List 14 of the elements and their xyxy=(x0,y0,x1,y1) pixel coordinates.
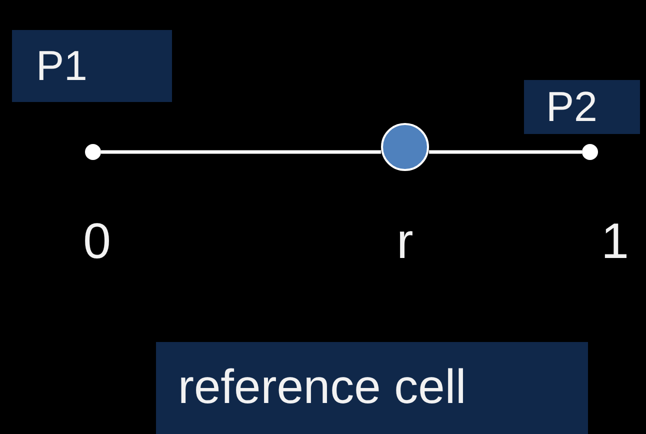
label-box xyxy=(12,30,172,102)
label-box xyxy=(156,342,588,434)
end-point xyxy=(582,144,598,160)
axis-value: 0 xyxy=(83,216,111,266)
box-label: reference cell xyxy=(178,364,466,412)
box-label: P1 xyxy=(36,45,88,87)
label-box xyxy=(524,80,640,134)
axis-value: 1 xyxy=(601,216,629,266)
point-marker xyxy=(381,123,429,171)
connector-line xyxy=(101,150,381,154)
box-label: P2 xyxy=(546,86,598,128)
axis-value: r xyxy=(396,216,414,266)
connector-line xyxy=(429,150,582,154)
end-point xyxy=(85,144,101,160)
